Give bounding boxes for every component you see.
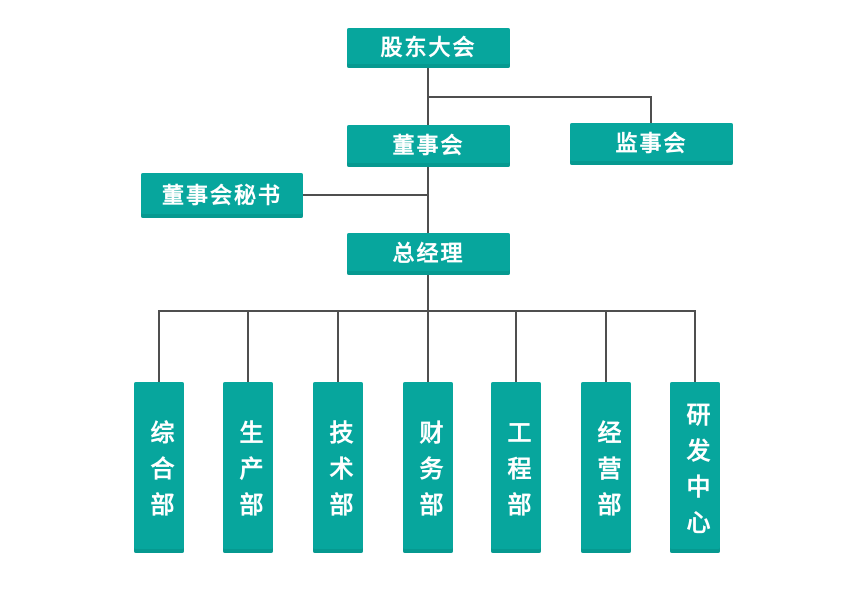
node-label: 生产部 [235, 419, 262, 528]
connector-dept-drop [515, 310, 517, 382]
connector-dept-drop [337, 310, 339, 382]
node-label: 股东大会 [380, 35, 477, 60]
node-department-engineering: 工程部 [491, 382, 541, 553]
connector-supervisory-drop [650, 96, 652, 123]
connector-shareholders-branch [427, 96, 652, 98]
node-shareholders-meeting: 股东大会 [347, 28, 510, 68]
node-department-finance: 财务部 [403, 382, 453, 553]
connector-dept-drop [427, 310, 429, 382]
connector-dept-drop [158, 310, 160, 382]
node-label: 研发中心 [682, 401, 709, 546]
connector-gm-down [427, 275, 429, 312]
node-department-general-affairs: 综合部 [134, 382, 184, 553]
node-label: 财务部 [415, 419, 442, 528]
connector-board-to-gm [427, 167, 429, 233]
node-department-operations: 经营部 [581, 382, 631, 553]
node-supervisory-board: 监事会 [570, 123, 733, 165]
node-department-production: 生产部 [223, 382, 273, 553]
node-department-technology: 技术部 [313, 382, 363, 553]
node-label: 董事会 [392, 133, 465, 158]
node-general-manager: 总经理 [347, 233, 510, 275]
node-label: 技术部 [325, 419, 352, 528]
connector-dept-drop [605, 310, 607, 382]
node-label: 监事会 [615, 131, 688, 156]
node-board-secretary: 董事会秘书 [141, 173, 303, 218]
node-board-of-directors: 董事会 [347, 125, 510, 167]
node-rnd-center: 研发中心 [670, 382, 720, 553]
node-label: 董事会秘书 [161, 182, 282, 208]
connector-dept-drop [694, 310, 696, 382]
node-label: 经营部 [593, 419, 620, 528]
node-label: 工程部 [503, 419, 530, 528]
connector-secretary-branch [303, 194, 427, 196]
connector-dept-drop [247, 310, 249, 382]
node-label: 总经理 [392, 241, 465, 266]
node-label: 综合部 [146, 419, 173, 528]
